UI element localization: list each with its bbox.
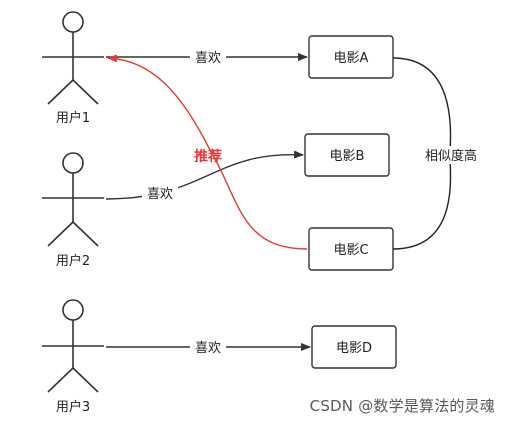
movie-b-label: 电影B xyxy=(330,149,365,164)
edge-like-label-1: 喜欢 xyxy=(195,51,221,66)
movie-d-label: 电影D xyxy=(336,341,372,356)
user-2-label: 用户2 xyxy=(56,253,90,269)
user-1-label: 用户1 xyxy=(56,110,90,126)
user-1-actor xyxy=(42,11,104,105)
movie-d-box xyxy=(311,325,397,369)
movie-c-label: 电影C xyxy=(333,243,368,258)
user-3-actor xyxy=(42,299,104,393)
edge-recommend-movie-c-to-user1 xyxy=(107,54,308,250)
edge-like-label-3: 喜欢 xyxy=(195,341,221,356)
movie-c-box xyxy=(308,227,394,271)
movie-a-label: 电影A xyxy=(334,51,369,66)
user-2-actor xyxy=(42,152,104,247)
edge-user2-to-movie-b xyxy=(105,150,304,200)
recommend-label: 推荐 xyxy=(194,148,222,165)
watermark: CSDN @数学是算法的灵魂 xyxy=(309,397,495,415)
movie-b-box xyxy=(304,133,390,177)
movie-a-box xyxy=(308,35,394,79)
user-3-label: 用户3 xyxy=(56,399,90,415)
edge-like-label-2: 喜欢 xyxy=(147,187,173,202)
similarity-label: 相似度高 xyxy=(425,148,477,164)
